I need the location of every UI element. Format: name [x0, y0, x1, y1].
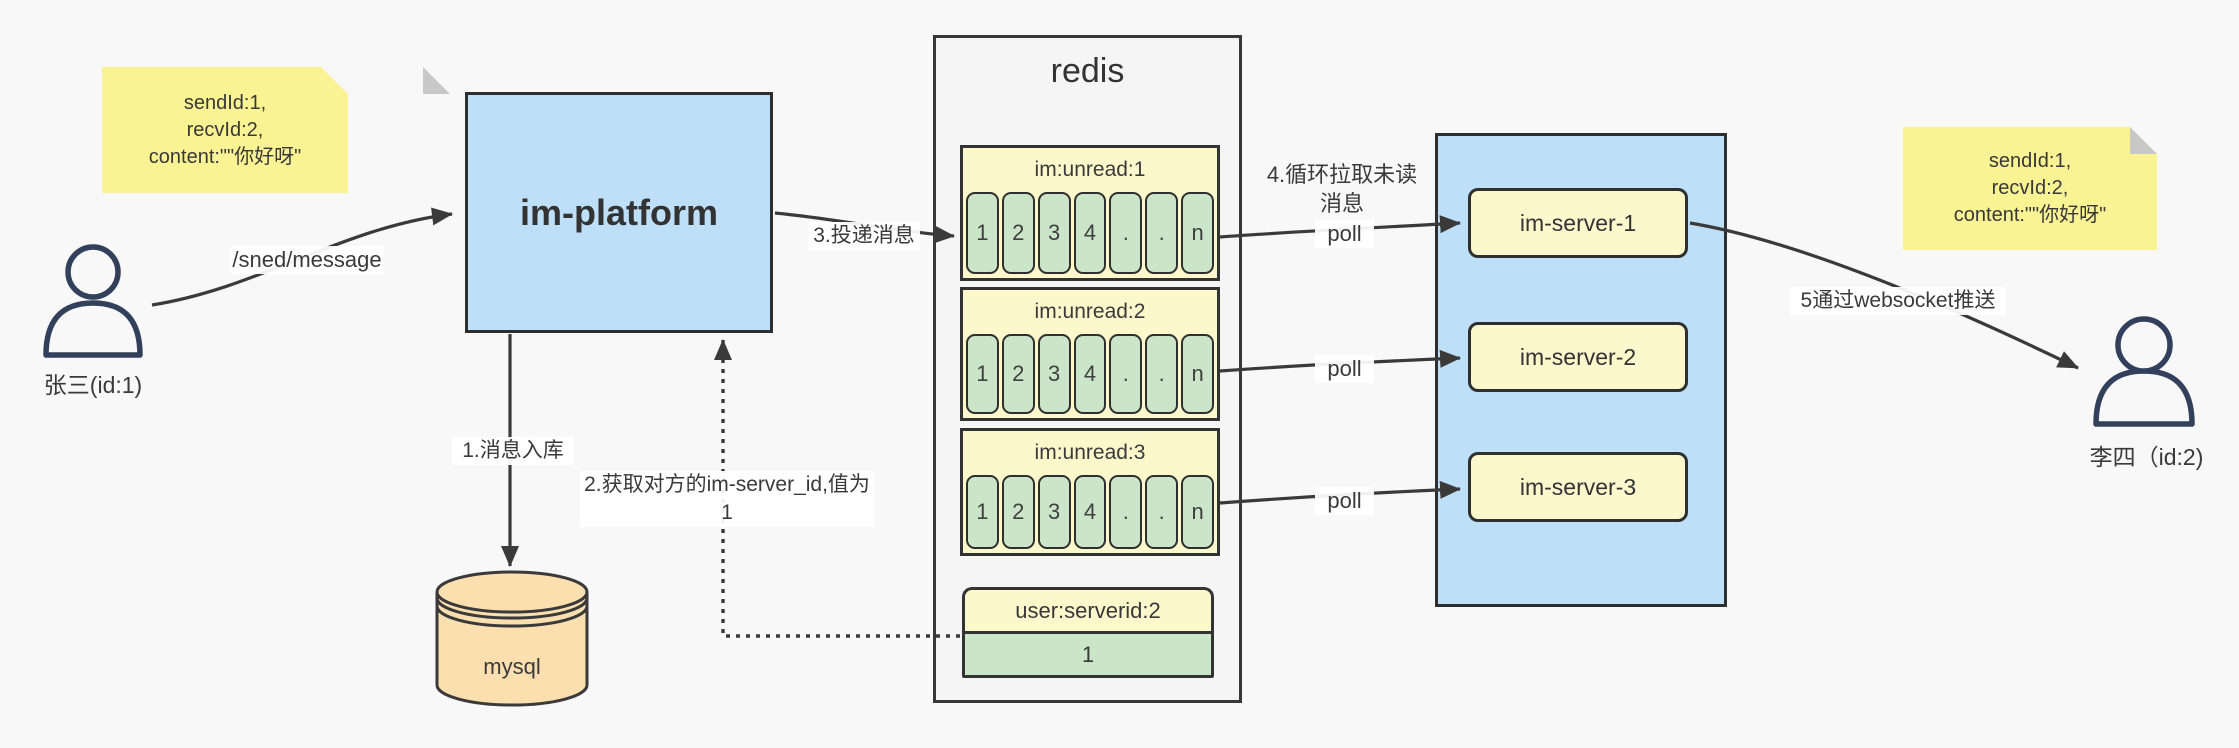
queue-cell: . — [1109, 334, 1143, 414]
queue-cell: . — [1145, 475, 1179, 549]
queue-cell: . — [1109, 192, 1143, 274]
step1-label: 1.消息入库 — [452, 437, 574, 465]
poll-label-1: poll — [1315, 220, 1374, 248]
queue-cell: 3 — [1037, 192, 1071, 274]
sender-label: 张三(id:1) — [43, 372, 143, 398]
mysql-label: mysql — [483, 654, 541, 679]
redis-queue-2: im:unread:2 1 2 3 4 . . n — [960, 287, 1220, 421]
queue-cell: 1 — [966, 192, 999, 274]
step3-label: 3.投递消息 — [808, 222, 920, 250]
receiver-person-icon — [2093, 316, 2195, 427]
message-note-left: sendId:1, recvId:2, content:""你好呀" — [102, 67, 348, 193]
queue-cell: . — [1145, 192, 1179, 274]
queue-cell: 1 — [966, 475, 999, 549]
im-server-2-node: im-server-2 — [1468, 322, 1688, 392]
redis-title: redis — [1050, 52, 1125, 90]
im-server-3-label: im-server-3 — [1519, 473, 1637, 500]
user-serverid-block: user:serverid:2 1 — [962, 587, 1214, 678]
im-server-3-node: im-server-3 — [1468, 452, 1688, 522]
queue-key-label: im:unread:3 — [1034, 441, 1146, 464]
note-line: content:""你好呀" — [148, 145, 302, 168]
im-platform-node: im-platform — [465, 92, 773, 333]
user-serverid-value: 1 — [965, 634, 1211, 675]
queue-cell: 4 — [1073, 334, 1107, 414]
note-line: recvId:2, — [1991, 177, 2069, 199]
user-serverid-key: user:serverid:2 — [965, 590, 1211, 634]
queue-cells: 1 2 3 4 . . n — [966, 475, 1215, 549]
sender-person-icon — [43, 244, 143, 358]
im-server-1-node: im-server-1 — [1468, 188, 1688, 258]
im-server-2-label: im-server-2 — [1519, 343, 1637, 370]
step5-label: 5通过websocket推送 — [1790, 287, 2006, 315]
queue-cells: 1 2 3 4 . . n — [966, 334, 1215, 414]
queue-cell: 4 — [1073, 192, 1107, 274]
queue-cell: . — [1145, 334, 1179, 414]
note-line: sendId:1, — [183, 91, 267, 114]
poll-label-2: poll — [1315, 355, 1374, 383]
note-line: recvId:2, — [186, 118, 264, 141]
queue-cell: 2 — [1001, 475, 1035, 549]
send-api-label: /sned/message — [230, 246, 384, 274]
im-platform-label: im-platform — [520, 191, 718, 233]
note-line: sendId:1, — [1988, 150, 2072, 172]
queue-cell: n — [1181, 334, 1215, 414]
queue-cell: 2 — [1001, 192, 1035, 274]
note-fold-icon — [2130, 127, 2157, 154]
note-fold-icon — [423, 67, 450, 94]
queue-cell: . — [1109, 475, 1143, 549]
receiver-label: 李四（id:2) — [2089, 444, 2204, 470]
redis-queue-1: im:unread:1 1 2 3 4 . . n — [960, 145, 1220, 281]
queue-key-label: im:unread:2 — [1034, 300, 1146, 323]
step4-label: 4.循环拉取未读消息 — [1266, 162, 1418, 216]
mysql-cylinder — [435, 570, 589, 707]
im-server-1-label: im-server-1 — [1519, 209, 1637, 236]
queue-cell: 3 — [1037, 475, 1071, 549]
queue-key-label: im:unread:1 — [1034, 158, 1146, 181]
poll-label-3: poll — [1315, 487, 1374, 515]
queue-cells: 1 2 3 4 . . n — [966, 192, 1215, 274]
step2-label: 2.获取对方的im-server_id,值为1 — [580, 471, 874, 527]
message-note-right: sendId:1, recvId:2, content:""你好呀" — [1903, 127, 2157, 250]
note-line: content:""你好呀" — [1953, 204, 2107, 226]
queue-cell: n — [1181, 475, 1215, 549]
queue-cell: n — [1181, 192, 1215, 274]
queue-cell: 3 — [1037, 334, 1071, 414]
queue-cell: 1 — [966, 334, 999, 414]
queue-cell: 4 — [1073, 475, 1107, 549]
redis-queue-3: im:unread:3 1 2 3 4 . . n — [960, 428, 1220, 556]
queue-cell: 2 — [1001, 334, 1035, 414]
